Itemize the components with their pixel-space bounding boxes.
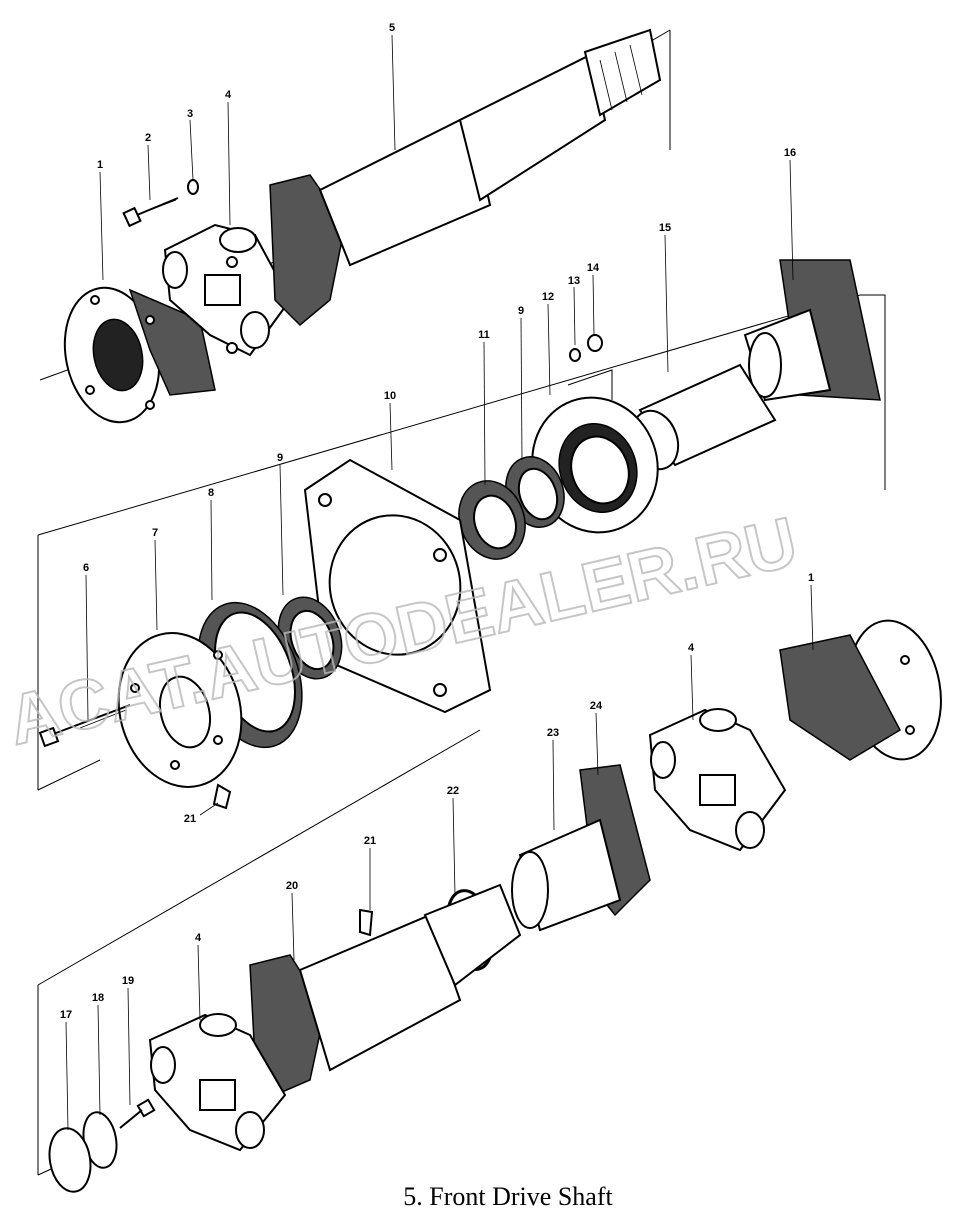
callout-24: 24 bbox=[590, 700, 603, 712]
leader-lines bbox=[65, 34, 814, 1131]
callout-4-bottom: 4 bbox=[195, 932, 202, 944]
callout-22: 22 bbox=[447, 785, 459, 797]
callout-1-lower: 1 bbox=[808, 572, 814, 584]
callout-21-lower: 21 bbox=[364, 835, 376, 847]
callout-9-upper: 9 bbox=[518, 305, 524, 317]
callout-14: 14 bbox=[587, 262, 600, 274]
callout-10: 10 bbox=[384, 390, 396, 402]
callout-8: 8 bbox=[208, 487, 214, 499]
callout-11: 11 bbox=[478, 329, 490, 341]
callout-labels: 1 2 3 4 5 16 15 14 13 12 11 9 10 9 8 7 6… bbox=[60, 22, 814, 1021]
callout-3: 3 bbox=[187, 108, 193, 120]
part-4-universal-joint-top bbox=[162, 223, 292, 357]
callout-17: 17 bbox=[60, 1009, 72, 1021]
part-4-universal-joint-bottom bbox=[148, 1013, 287, 1152]
part-13-nut bbox=[569, 348, 581, 362]
callout-12: 12 bbox=[542, 291, 554, 303]
callout-7: 7 bbox=[152, 527, 158, 539]
part-1-flange-top bbox=[63, 286, 216, 424]
part-6-long-bolt bbox=[38, 704, 131, 748]
part-23-splined-sleeve bbox=[511, 818, 622, 932]
callout-16: 16 bbox=[784, 147, 796, 159]
callout-21-upper: 21 bbox=[184, 813, 196, 825]
part-17-cap bbox=[48, 1127, 92, 1193]
callout-18: 18 bbox=[92, 992, 104, 1004]
callout-23: 23 bbox=[547, 727, 559, 739]
part-3-washer bbox=[187, 179, 199, 195]
part-14-nut bbox=[587, 334, 603, 352]
figure-caption: 5. Front Drive Shaft bbox=[403, 1182, 613, 1211]
part-11-ball-bearing bbox=[458, 480, 526, 560]
part-21-grease-fitting-lower bbox=[359, 908, 374, 937]
callout-20: 20 bbox=[286, 880, 298, 892]
part-4-universal-joint-middle bbox=[648, 708, 787, 852]
callout-13: 13 bbox=[568, 275, 580, 287]
callout-5: 5 bbox=[389, 22, 395, 34]
callout-19: 19 bbox=[122, 975, 134, 987]
callout-2: 2 bbox=[145, 132, 151, 144]
callout-15: 15 bbox=[659, 222, 671, 234]
callout-4-top: 4 bbox=[225, 89, 232, 101]
part-5-slip-yoke-shaft bbox=[269, 28, 662, 327]
callout-6: 6 bbox=[83, 562, 89, 574]
part-16-spline-yoke bbox=[743, 259, 881, 402]
callout-1-top: 1 bbox=[97, 159, 103, 171]
part-2-bolt bbox=[122, 197, 179, 228]
part-21-grease-fitting-upper bbox=[212, 783, 232, 810]
part-1-flange-yoke-lower bbox=[779, 619, 942, 761]
callout-9-lower: 9 bbox=[277, 452, 283, 464]
part-19-bolt bbox=[119, 1098, 156, 1129]
part-7-end-cap bbox=[117, 632, 243, 788]
callout-4-middle: 4 bbox=[688, 642, 695, 654]
part-20-slip-shaft bbox=[249, 883, 522, 1096]
